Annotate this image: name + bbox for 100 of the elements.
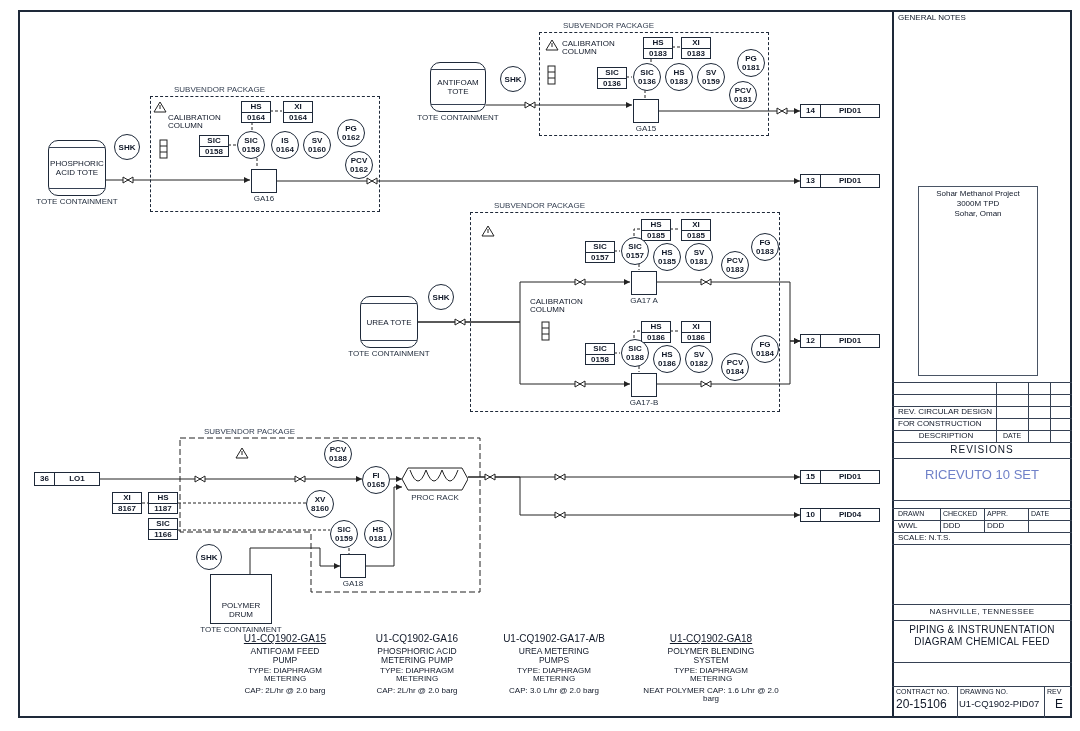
drum-label: POLYMER DRUM bbox=[220, 601, 262, 619]
instrument-tag: XI bbox=[123, 492, 131, 503]
instrument-tag: SIC bbox=[156, 518, 170, 529]
tank-label: UREA TOTE bbox=[366, 317, 412, 327]
drawing-reference: LO1 bbox=[68, 475, 86, 483]
equipment-description: UREA METERING PUMPS bbox=[517, 647, 591, 664]
signal-line bbox=[177, 529, 331, 531]
instrument-bubble bbox=[721, 353, 749, 381]
instrument-number: 0164 bbox=[242, 111, 270, 123]
instrument-tag: HS bbox=[250, 101, 262, 112]
component-note: CALIBRATION COLUMN bbox=[530, 298, 584, 314]
process-line bbox=[365, 484, 403, 567]
tote-tank bbox=[360, 296, 418, 348]
title-block-text: GENERAL NOTES bbox=[898, 14, 967, 22]
instrument-number: 0185 bbox=[682, 229, 710, 241]
pump-symbol bbox=[631, 271, 657, 295]
signal-line bbox=[613, 352, 621, 354]
equipment-caption: TOTE CONTAINMENT bbox=[416, 114, 500, 122]
title-block-text: SCALE: N.T.S. bbox=[898, 534, 952, 542]
package-heading: SUBVENDOR PACKAGE bbox=[174, 86, 265, 94]
equipment-caption: GA16 bbox=[252, 195, 276, 203]
instrument-number: 0183 bbox=[756, 247, 774, 256]
instrument-tag: IS bbox=[281, 136, 289, 145]
instrument-tag: SIC bbox=[640, 68, 654, 77]
instrument-tag: SHK bbox=[118, 142, 136, 152]
instrument-bubble bbox=[633, 63, 661, 91]
package-heading: SUBVENDOR PACKAGE bbox=[563, 22, 654, 30]
package-heading: SUBVENDOR PACKAGE bbox=[204, 428, 295, 436]
sheet-number: 14 bbox=[801, 105, 821, 117]
off-page-connector bbox=[34, 472, 100, 486]
signal-line bbox=[625, 76, 633, 78]
component-note: CALIBRATION COLUMN bbox=[168, 114, 222, 130]
signal-line bbox=[638, 365, 640, 373]
instrument-box bbox=[199, 135, 229, 157]
instrument-box bbox=[597, 67, 627, 89]
equipment-description: TYPE: DIAPHRAGM METERING bbox=[247, 667, 323, 683]
instrument-tag: PG bbox=[345, 124, 357, 133]
drawing-reference: PID01 bbox=[837, 177, 863, 185]
process-line bbox=[655, 338, 801, 385]
instrument-box bbox=[283, 101, 313, 123]
off-page-connector bbox=[800, 508, 880, 522]
equipment-description: TYPE: DIAPHRAGM METERING bbox=[379, 667, 455, 683]
instrument-number: 8167 bbox=[113, 502, 141, 514]
instrument-number: 0158 bbox=[200, 145, 228, 157]
instrument-bubble bbox=[737, 49, 765, 77]
tank-label: PHOSPHORIC ACID TOTE bbox=[49, 159, 105, 177]
equipment-caption: GA15 bbox=[634, 125, 658, 133]
tote-tank bbox=[48, 140, 106, 196]
package-boundary bbox=[470, 212, 780, 412]
instrument-tag: SV bbox=[311, 136, 323, 145]
instrument-number: 0182 bbox=[690, 359, 708, 368]
instrument-bubble bbox=[337, 119, 365, 147]
instrument-tag: SIC bbox=[593, 343, 607, 354]
signal-line bbox=[227, 144, 237, 146]
instrument-number: 0157 bbox=[586, 251, 614, 263]
equipment-description: CAP: 3.0 L/hr @ 2.0 barg bbox=[508, 687, 600, 695]
instrument-number: 0185 bbox=[642, 229, 670, 241]
title-block-text: U1-CQ1902-PID07 bbox=[959, 699, 1041, 709]
title-block-text: 20-15106 bbox=[896, 698, 948, 710]
instrument-tag: SIC bbox=[628, 344, 642, 353]
instrument-tag: PCV bbox=[726, 358, 744, 367]
instrument-bubble bbox=[364, 520, 392, 548]
sheet-number: 10 bbox=[801, 509, 821, 521]
instrument-number: 0184 bbox=[726, 367, 744, 376]
equipment-description: NEAT POLYMER CAP: 1.6 L/hr @ 2.0 barg bbox=[642, 687, 780, 703]
instrument-number: 0185 bbox=[658, 257, 676, 266]
instrument-number: 0181 bbox=[742, 63, 760, 72]
instrument-number: 0157 bbox=[626, 251, 644, 260]
equipment-caption: TOTE CONTAINMENT bbox=[347, 350, 431, 358]
equipment-description: TYPE: DIAPHRAGM METERING bbox=[516, 667, 592, 683]
equipment-caption: TOTE CONTAINMENT bbox=[35, 198, 119, 206]
instrument-box bbox=[241, 101, 271, 123]
equipment-caption: GA17-B bbox=[628, 399, 660, 407]
instrument-tag: PCV bbox=[329, 445, 347, 454]
instrument-bubble bbox=[271, 131, 299, 159]
instrument-box bbox=[641, 321, 671, 343]
pump-symbol bbox=[631, 373, 657, 397]
instrument-number: 0184 bbox=[756, 349, 774, 358]
instrument-bubble bbox=[306, 490, 334, 518]
equipment-description: ANTIFOAM FEED PUMP bbox=[249, 647, 321, 664]
off-page-connector bbox=[800, 470, 880, 484]
title-block-text: DDD bbox=[943, 522, 962, 530]
process-line bbox=[275, 178, 801, 184]
process-line bbox=[389, 476, 403, 482]
instrument-number: 0158 bbox=[586, 353, 614, 365]
instrument-tag: SIC bbox=[593, 241, 607, 252]
signal-line bbox=[644, 89, 646, 99]
instrument-tag: SV bbox=[693, 350, 705, 359]
instrument-number: 0136 bbox=[598, 77, 626, 89]
instrument-number: 0183 bbox=[670, 77, 688, 86]
instrument-box bbox=[681, 37, 711, 59]
instrument-tag: XI bbox=[692, 37, 700, 48]
tank-label: ANTIFOAM TOTE bbox=[436, 78, 480, 96]
instrument-tag: SIC bbox=[605, 67, 619, 78]
instrument-number: 0181 bbox=[690, 257, 708, 266]
process-line bbox=[99, 476, 363, 482]
instrument-bubble bbox=[665, 63, 693, 91]
instrument-tag: HS bbox=[661, 248, 673, 257]
instrument-tag: HS bbox=[650, 219, 662, 230]
instrument-bubble bbox=[500, 66, 526, 92]
